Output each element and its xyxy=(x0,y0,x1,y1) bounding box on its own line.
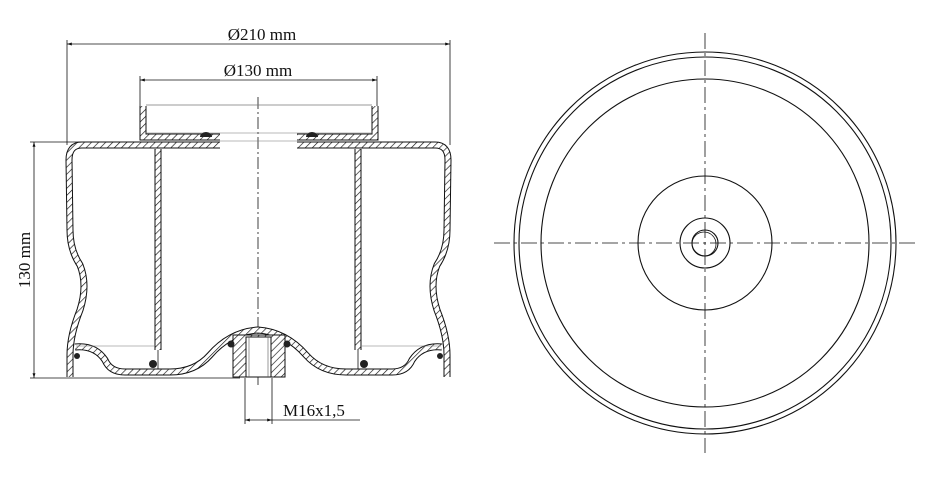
threaded-insert xyxy=(227,334,291,378)
bottom-plate xyxy=(74,326,443,376)
flange-diameter-label: Ø130 mm xyxy=(224,61,292,80)
height-label: 130 mm xyxy=(15,232,34,288)
inner-tubes xyxy=(154,149,362,372)
top-view xyxy=(494,33,915,453)
outer-diameter-label: Ø210 mm xyxy=(228,25,296,44)
dimension-flange-diameter xyxy=(139,76,378,106)
top-flange xyxy=(139,104,379,142)
rim-inner-circle xyxy=(518,56,892,430)
side-section-view: Ø210 mm Ø130 mm 130 mm M16x1,5 xyxy=(15,25,452,424)
bellows-shell xyxy=(65,141,452,377)
dimension-outer-diameter xyxy=(66,40,451,145)
thread-label: M16x1,5 xyxy=(283,401,345,420)
dimension-thread xyxy=(244,378,360,424)
dimension-height xyxy=(30,141,240,379)
